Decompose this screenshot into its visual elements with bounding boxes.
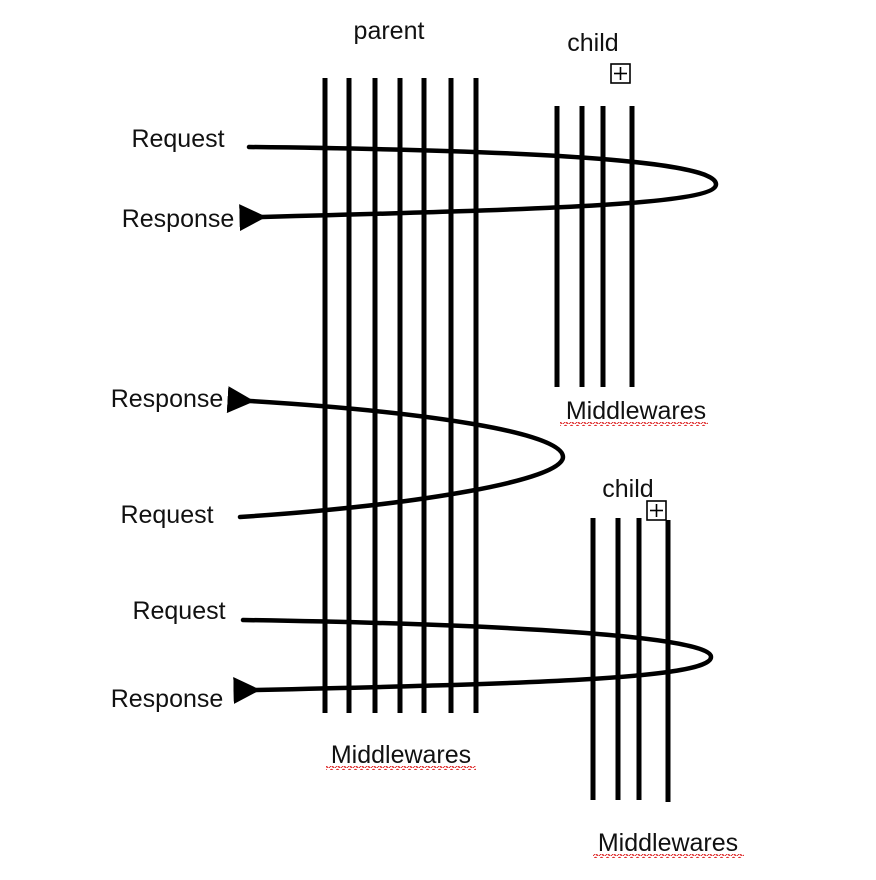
parent-middleware-stack <box>322 78 479 713</box>
parent-middlewares-label: Middlewares <box>331 741 471 769</box>
child-bottom-middlewares-label: Middlewares <box>598 829 738 857</box>
child-top-label: child <box>567 29 618 57</box>
parent-label: parent <box>354 17 425 45</box>
child-bottom-label: child <box>602 475 653 503</box>
flow-1-response-label: Response <box>122 205 235 233</box>
flow-3-curve-arrow <box>233 617 714 705</box>
flow-1-curve-arrow <box>239 144 719 232</box>
flow-1-request-label: Request <box>131 125 224 153</box>
spellcheck-underline <box>326 766 476 770</box>
spellcheck-underline <box>560 422 708 426</box>
spellcheck-underline <box>593 854 744 858</box>
child-top-middlewares-label: Middlewares <box>566 397 706 425</box>
flow-2-curve-arrow <box>226 386 566 520</box>
child-bottom-middleware-stack <box>590 518 671 802</box>
flow-2-request-label: Request <box>120 501 213 529</box>
plus-box-icon <box>610 63 631 84</box>
flow-3-response-label: Response <box>111 685 224 713</box>
flow-2-response-label: Response <box>111 385 224 413</box>
plus-box-icon <box>646 500 667 521</box>
child-top-middleware-stack <box>554 106 635 387</box>
flow-3-request-label: Request <box>132 597 225 625</box>
